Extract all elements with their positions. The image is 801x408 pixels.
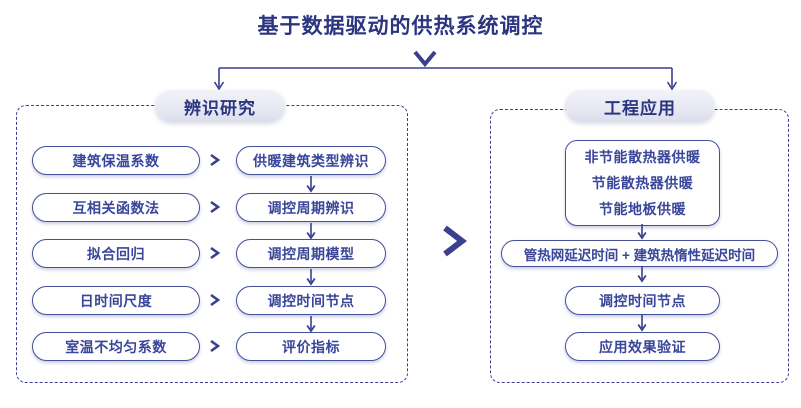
node-label: 建筑保温系数 bbox=[72, 152, 160, 169]
node-input-5[interactable]: 室温不均匀系数 bbox=[32, 332, 200, 361]
node-step-right-3[interactable]: 调控时间节点 bbox=[565, 286, 720, 315]
node-label: 应用效果验证 bbox=[599, 338, 686, 355]
node-input-1[interactable]: 建筑保温系数 bbox=[32, 146, 200, 175]
arrow-down-icon-right-2 bbox=[636, 266, 648, 284]
node-label: 室温不均匀系数 bbox=[65, 338, 167, 355]
section-header-identification-label: 辨识研究 bbox=[184, 98, 256, 118]
section-header-application: 工程应用 bbox=[565, 90, 715, 122]
node-step-left-4[interactable]: 调控时间节点 bbox=[236, 286, 386, 315]
node-label: 供暖建筑类型辨识 bbox=[253, 152, 369, 169]
arrow-down-icon-left-3 bbox=[305, 269, 317, 287]
chevron-right-icon-3 bbox=[208, 246, 222, 260]
page-title: 基于数据驱动的供热系统调控 bbox=[257, 15, 544, 38]
node-input-4[interactable]: 日时间尺度 bbox=[32, 286, 200, 315]
node-input-2[interactable]: 互相关函数法 bbox=[32, 193, 200, 222]
node-label: 调控时间节点 bbox=[599, 292, 686, 309]
section-header-identification: 辨识研究 bbox=[155, 90, 285, 122]
arrow-down-icon-left-2 bbox=[305, 223, 317, 241]
node-step-left-2[interactable]: 调控周期辨识 bbox=[236, 193, 386, 222]
node-step-right-4[interactable]: 应用效果验证 bbox=[565, 332, 720, 361]
node-label: 拟合回归 bbox=[87, 245, 145, 262]
node-label: 调控时间节点 bbox=[267, 292, 355, 309]
arrow-down-icon-left-4 bbox=[305, 316, 317, 334]
node-step-right-2[interactable]: 管热网延迟时间 + 建筑热惰性延迟时间 bbox=[501, 240, 778, 267]
arrow-down-icon-left-1 bbox=[305, 176, 317, 194]
node-step-right-1[interactable]: 非节能散热器供暖 节能散热器供暖 节能地板供暖 bbox=[565, 140, 720, 226]
node-input-3[interactable]: 拟合回归 bbox=[32, 239, 200, 268]
chevron-right-icon-4 bbox=[208, 293, 222, 307]
chevron-right-large-icon bbox=[440, 225, 470, 257]
node-step-left-3[interactable]: 调控周期模型 bbox=[236, 239, 386, 268]
node-label-line-1: 非节能散热器供暖 bbox=[584, 149, 701, 165]
arrow-down-icon-right-3 bbox=[636, 315, 648, 333]
chevron-down-icon bbox=[413, 50, 437, 68]
node-label: 调控周期模型 bbox=[267, 245, 355, 262]
node-label: 互相关函数法 bbox=[72, 199, 160, 216]
node-label: 调控周期辨识 bbox=[267, 199, 355, 216]
node-step-left-5[interactable]: 评价指标 bbox=[236, 332, 386, 361]
node-step-left-1[interactable]: 供暖建筑类型辨识 bbox=[236, 146, 386, 175]
chevron-right-icon-2 bbox=[208, 200, 222, 214]
node-label: 日时间尺度 bbox=[79, 292, 153, 309]
chevron-right-icon-1 bbox=[208, 153, 222, 167]
node-label-line-2: 节能散热器供暖 bbox=[591, 175, 694, 191]
node-label-line-3: 节能地板供暖 bbox=[599, 201, 686, 217]
arrow-down-icon-right-1 bbox=[636, 224, 648, 242]
node-label: 管热网延迟时间 + 建筑热惰性延迟时间 bbox=[523, 247, 756, 263]
chevron-right-icon-5 bbox=[208, 339, 222, 353]
section-header-application-label: 工程应用 bbox=[604, 98, 676, 118]
node-label: 评价指标 bbox=[282, 338, 340, 355]
